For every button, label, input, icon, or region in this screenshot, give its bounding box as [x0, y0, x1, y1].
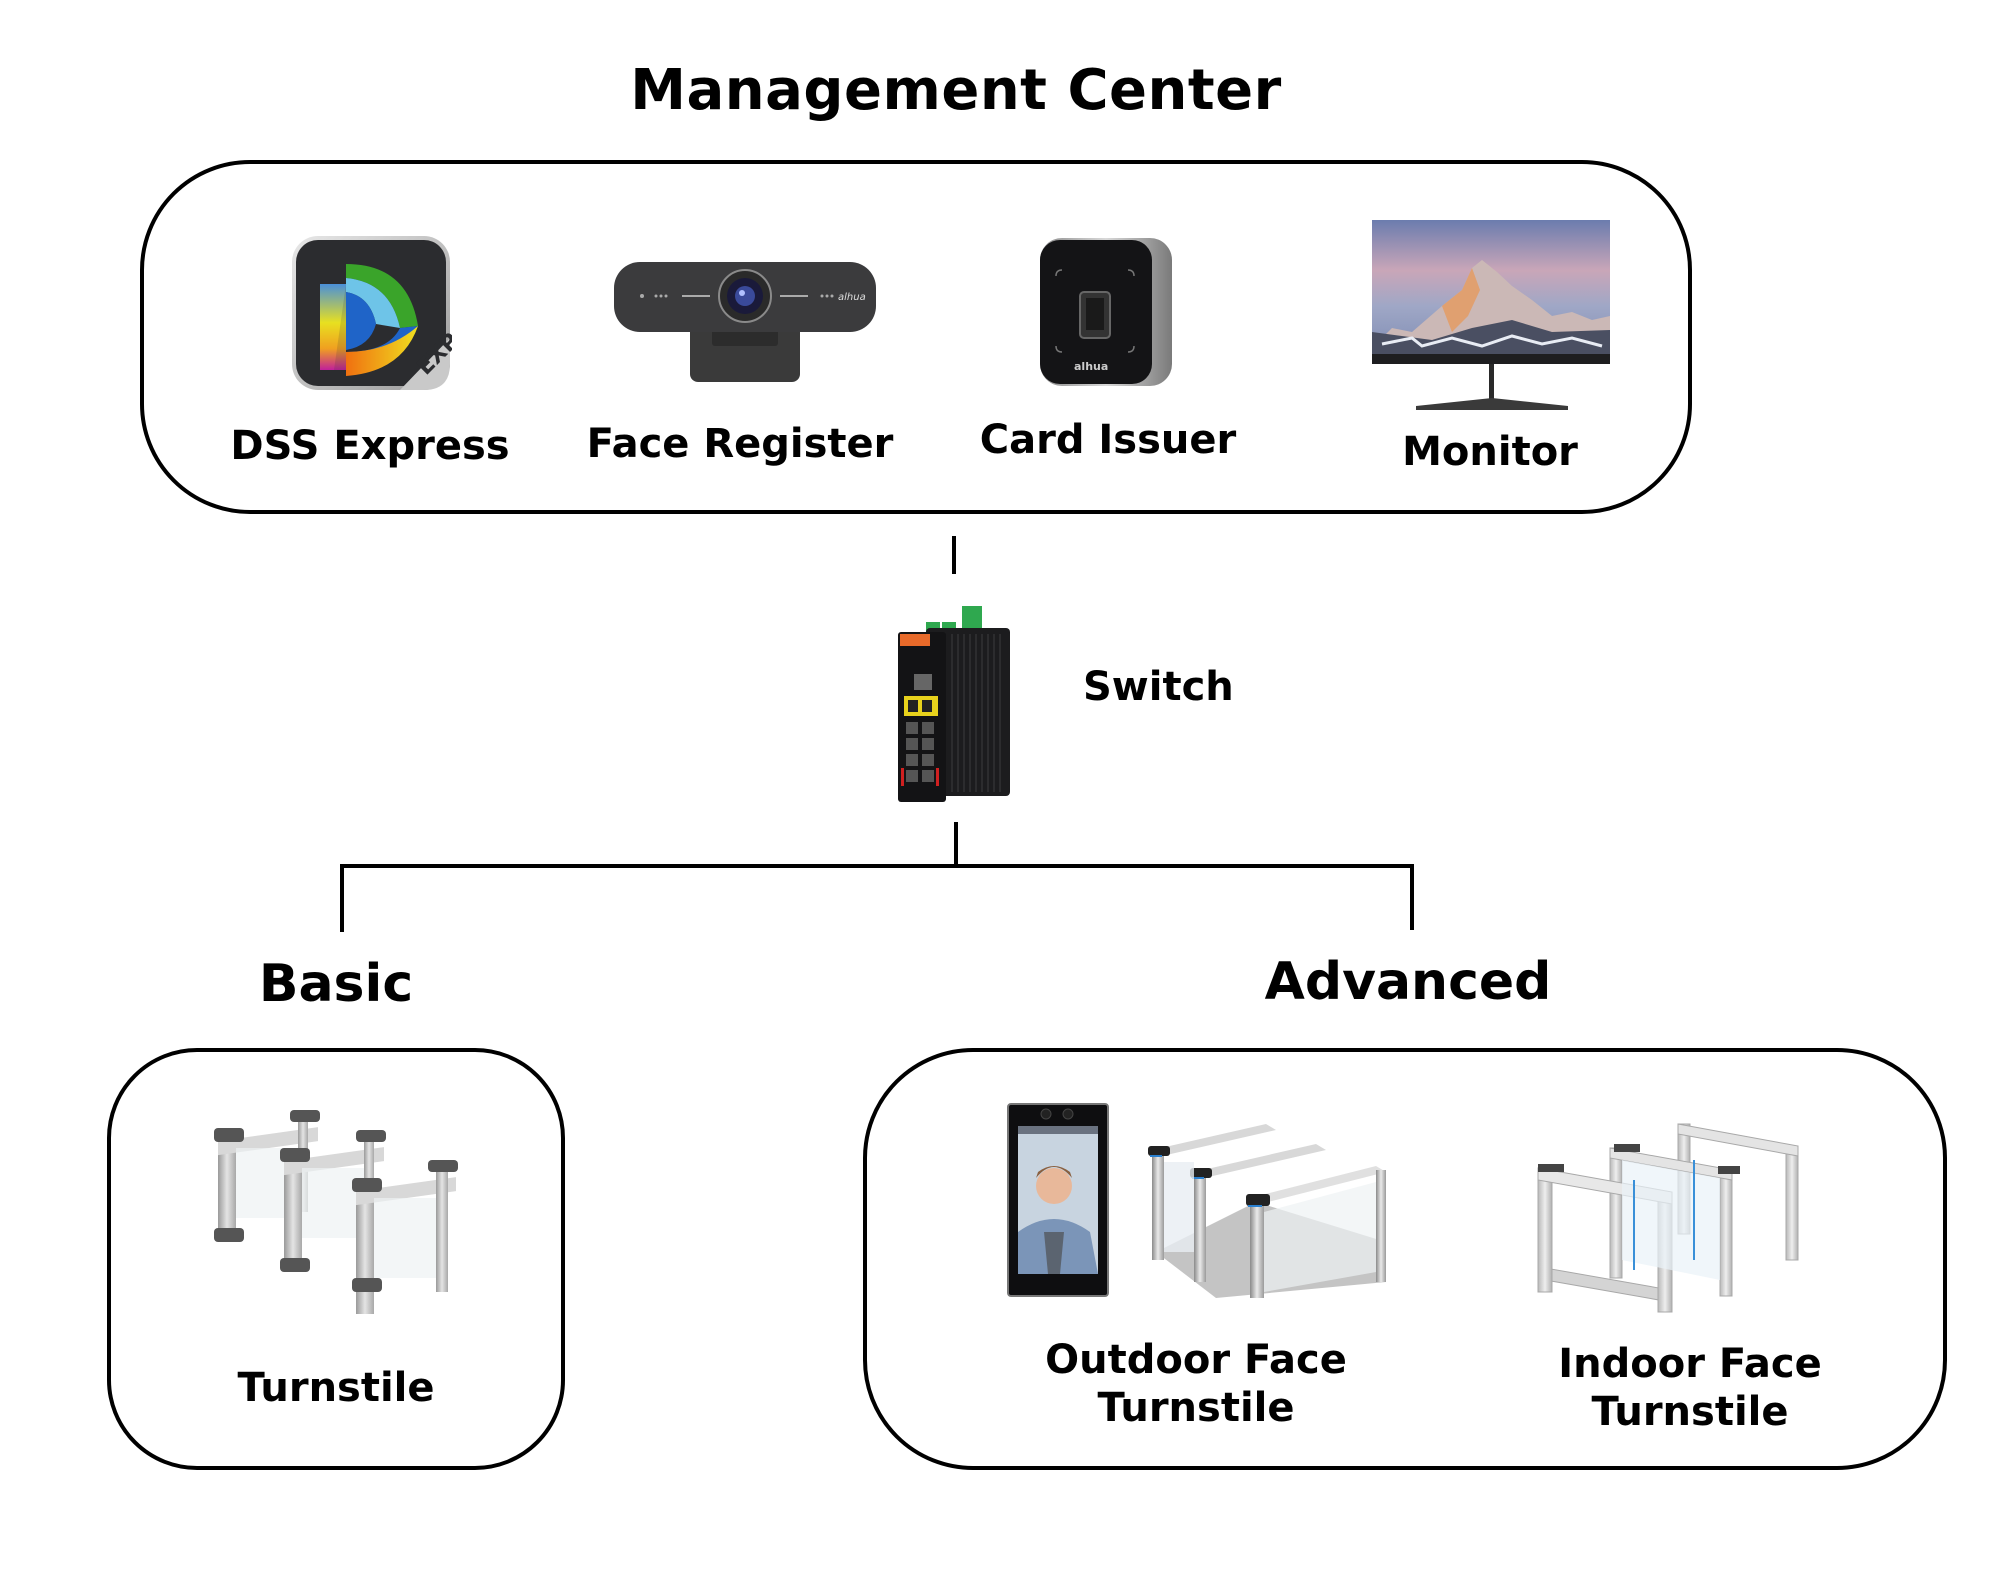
switch-label: Switch: [1083, 664, 1234, 710]
webcam-icon: alhua: [612, 258, 878, 384]
basic-box: [107, 1048, 565, 1470]
connector-line: [954, 822, 958, 868]
basic-title: Basic: [258, 954, 414, 1014]
swing-turnstile-icon: [212, 1108, 462, 1324]
svg-text:alhua: alhua: [1074, 360, 1108, 373]
branch-line: [340, 864, 1414, 868]
network-switch-icon: [896, 604, 1012, 804]
connector-line-basic: [340, 864, 344, 932]
indoor-face-turnstile-icon: [1534, 1120, 1804, 1314]
card-issuer-icon: alhua: [1036, 236, 1174, 388]
indoor-face-label-line1: Indoor Face: [1558, 1341, 1822, 1387]
svg-text:alhua: alhua: [838, 292, 866, 303]
card-issuer-label: Card Issuer: [979, 417, 1237, 463]
advanced-title: Advanced: [1264, 952, 1552, 1012]
outdoor-face-turnstile-label: Outdoor Face Turnstile: [1045, 1336, 1347, 1432]
management-center-title: Management Center: [630, 58, 1282, 123]
turnstile-label: Turnstile: [237, 1365, 435, 1411]
monitor-label: Monitor: [1402, 429, 1578, 475]
indoor-face-turnstile-label: Indoor Face Turnstile: [1558, 1340, 1821, 1436]
indoor-face-label-line2: Turnstile: [1591, 1389, 1789, 1435]
monitor-icon: [1372, 220, 1610, 410]
dss-express-app-icon: EXP: [290, 234, 452, 392]
connector-line: [952, 536, 956, 574]
connector-line-advanced: [1410, 864, 1414, 930]
outdoor-face-label-line2: Turnstile: [1097, 1385, 1295, 1431]
face-register-label: Face Register: [586, 421, 894, 467]
outdoor-face-label-line1: Outdoor Face: [1045, 1337, 1347, 1383]
outdoor-face-turnstile-icon: [1146, 1122, 1390, 1300]
face-recognition-terminal-icon: [1006, 1102, 1110, 1298]
dss-express-label: DSS Express: [230, 423, 510, 469]
